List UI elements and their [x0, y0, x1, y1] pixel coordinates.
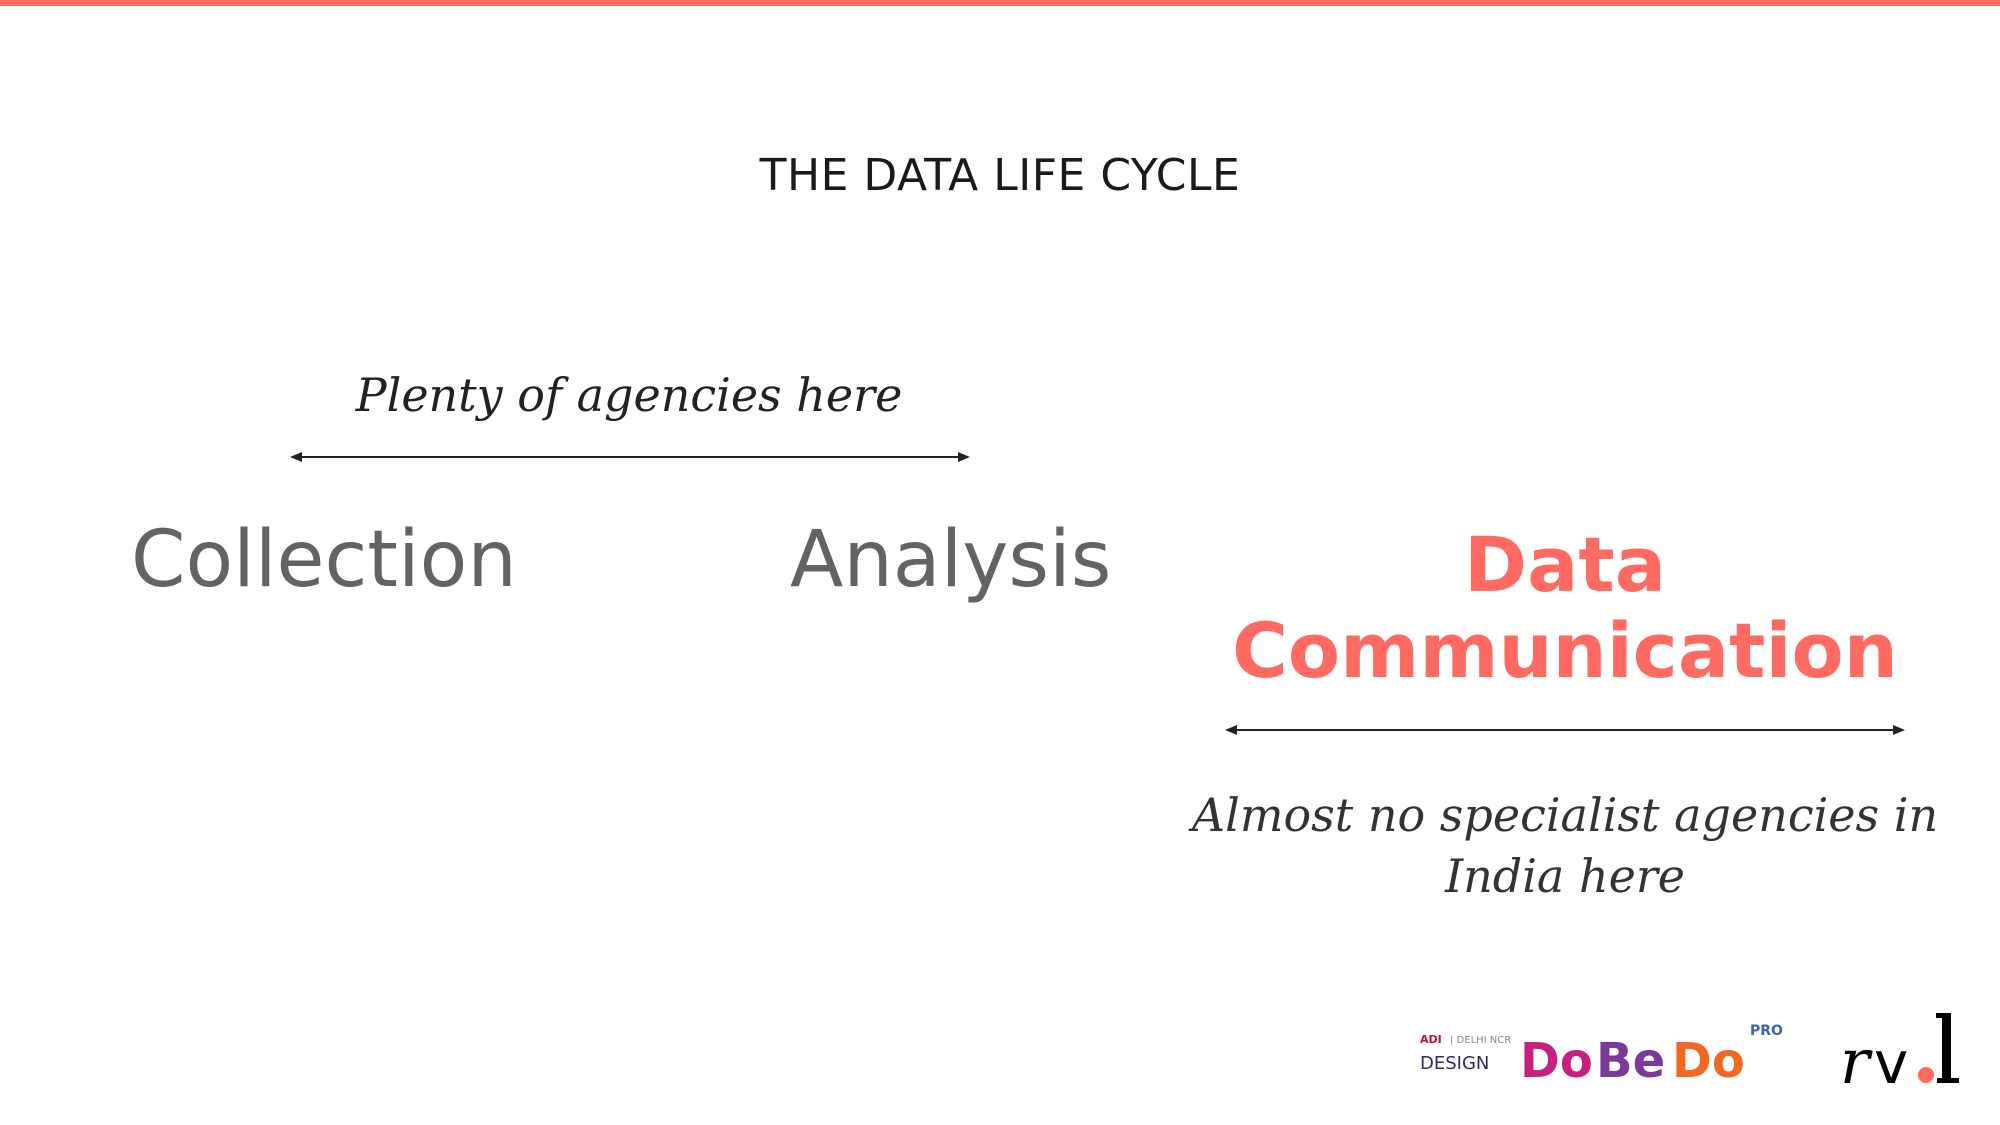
svg-text:Do: Do [1520, 1033, 1593, 1085]
stage-analysis: Analysis [790, 515, 1112, 605]
dobedo-design-logo: ADI | DELHI NCR DESIGN Do Be Do PRO [1420, 1023, 1783, 1085]
svg-text:v: v [1874, 1029, 1908, 1090]
stage-collection: Collection [131, 515, 517, 605]
accent-top-bar [0, 0, 2000, 6]
svg-text:PRO: PRO [1750, 1023, 1783, 1039]
stage-data-communication: Data Communication [1232, 520, 1898, 695]
svg-text:Be: Be [1596, 1033, 1665, 1085]
top-note: Plenty of agencies here [355, 368, 903, 422]
double-arrow-data-communication [1225, 725, 1905, 735]
slide-title: THE DATA LIFE CYCLE [759, 150, 1241, 201]
svg-text:Do: Do [1672, 1033, 1745, 1085]
double-arrow-collection-analysis [290, 452, 970, 462]
svg-text:r: r [1840, 1025, 1873, 1090]
bottom-note: Almost no specialist agencies in India h… [1191, 788, 1939, 903]
svg-text:ADI: ADI [1420, 1033, 1442, 1046]
svg-text:DESIGN: DESIGN [1420, 1053, 1489, 1074]
svg-text:| DELHI NCR: | DELHI NCR [1450, 1035, 1511, 1046]
rvl-logo: r v [1840, 1013, 1959, 1090]
